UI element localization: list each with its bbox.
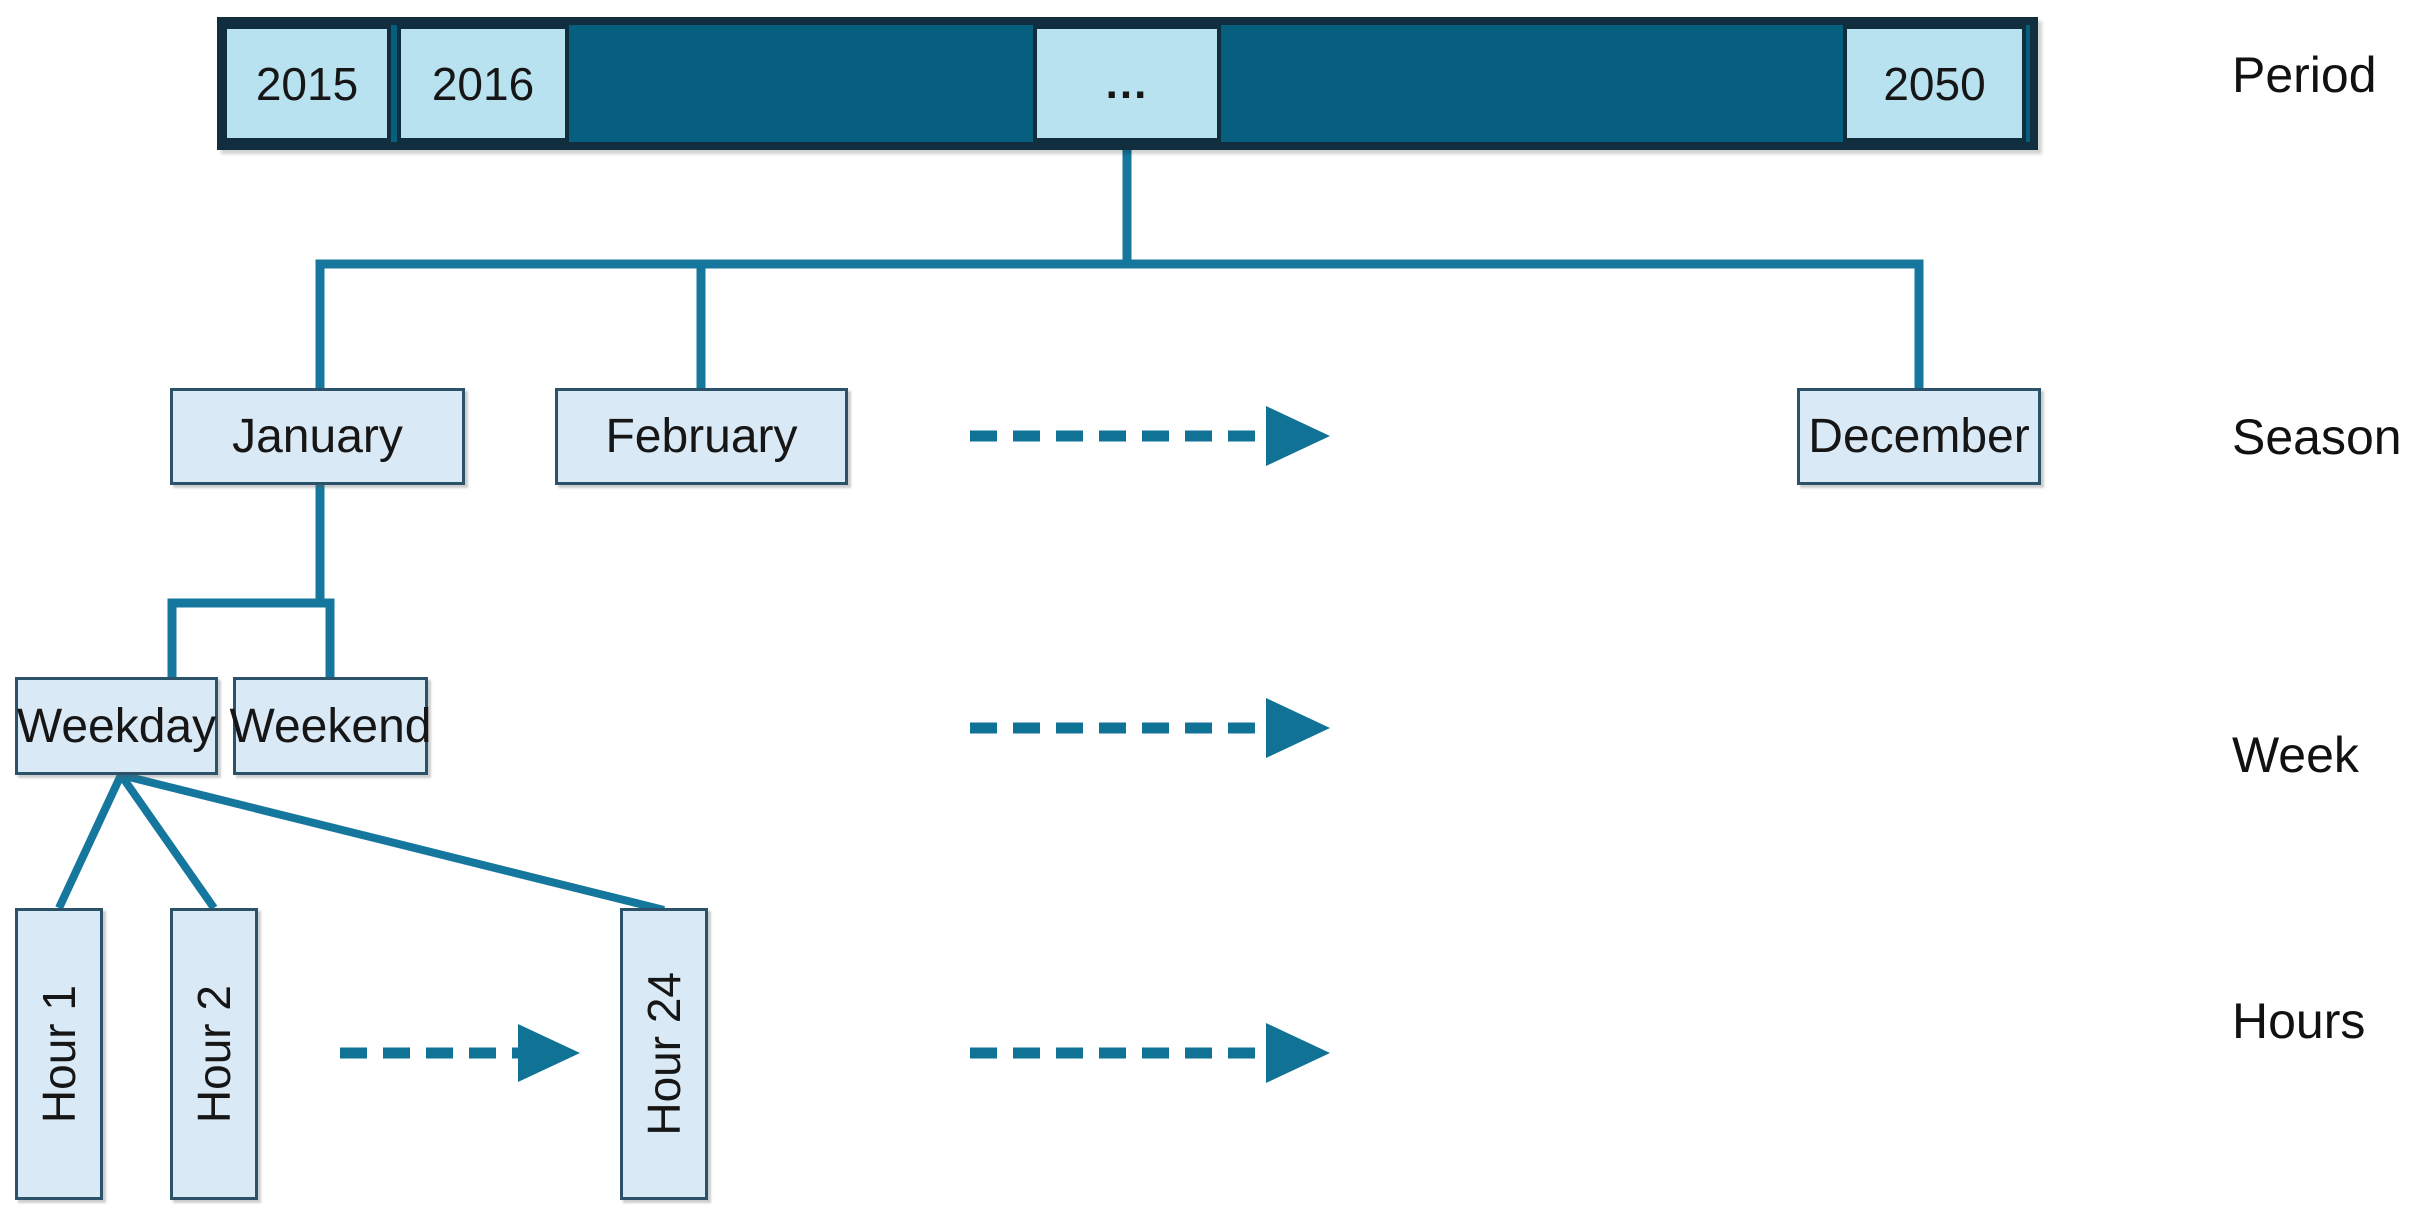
hours-node-hour24: Hour 24	[620, 908, 708, 1200]
hours-node-hour1: Hour 1	[15, 908, 103, 1200]
row-label-period: Period	[2232, 47, 2377, 103]
season-node-december: December	[1797, 388, 2041, 485]
row-label-season: Season	[2232, 409, 2402, 465]
hours-ellipsis-arrowhead-right	[1266, 1023, 1330, 1083]
week-node-label: Weekday	[16, 699, 217, 753]
connector-weekday-to-hour24	[120, 771, 665, 914]
week-bracket	[167, 598, 335, 677]
period-ellipsis-label: ...	[1105, 58, 1149, 108]
season-node-february: February	[555, 388, 848, 485]
connector-weekday-to-hour2	[117, 772, 218, 911]
week-node-weekday: Weekday	[15, 677, 218, 775]
hours-node-label: Hour 24	[638, 972, 690, 1136]
connector-weekday-to-hour1	[55, 773, 125, 910]
hours-ellipsis-arrowhead-small	[518, 1024, 580, 1082]
hours-node-label: Hour 1	[33, 984, 85, 1124]
week-node-weekend: Weekend	[230, 677, 431, 775]
period-cell-ellipsis: ...	[1033, 25, 1221, 142]
week-ellipsis-arrowhead	[1266, 698, 1330, 758]
season-node-january: January	[170, 388, 465, 485]
period-cell-label: 2016	[431, 57, 535, 110]
season-ellipsis-arrowhead	[1266, 406, 1330, 466]
hours-node-label: Hour 2	[188, 984, 240, 1124]
season-node-label: February	[605, 410, 798, 463]
period-cell-2015: 2015	[223, 25, 391, 142]
season-rail	[315, 259, 1924, 388]
season-node-label: December	[1808, 410, 2030, 463]
hours-node-hour2: Hour 2	[170, 908, 258, 1200]
period-cell-label: 2050	[1883, 57, 1986, 110]
period-bar: 2015 2016 ... 2050	[217, 17, 2038, 150]
period-cell-2016: 2016	[397, 25, 569, 142]
period-cell-label: 2015	[255, 57, 359, 110]
row-label-week: Week	[2232, 727, 2359, 783]
row-label-hours: Hours	[2232, 993, 2366, 1049]
period-cell-2050: 2050	[1843, 25, 2026, 142]
season-node-label: January	[232, 410, 403, 463]
week-node-label: Weekend	[229, 699, 432, 753]
